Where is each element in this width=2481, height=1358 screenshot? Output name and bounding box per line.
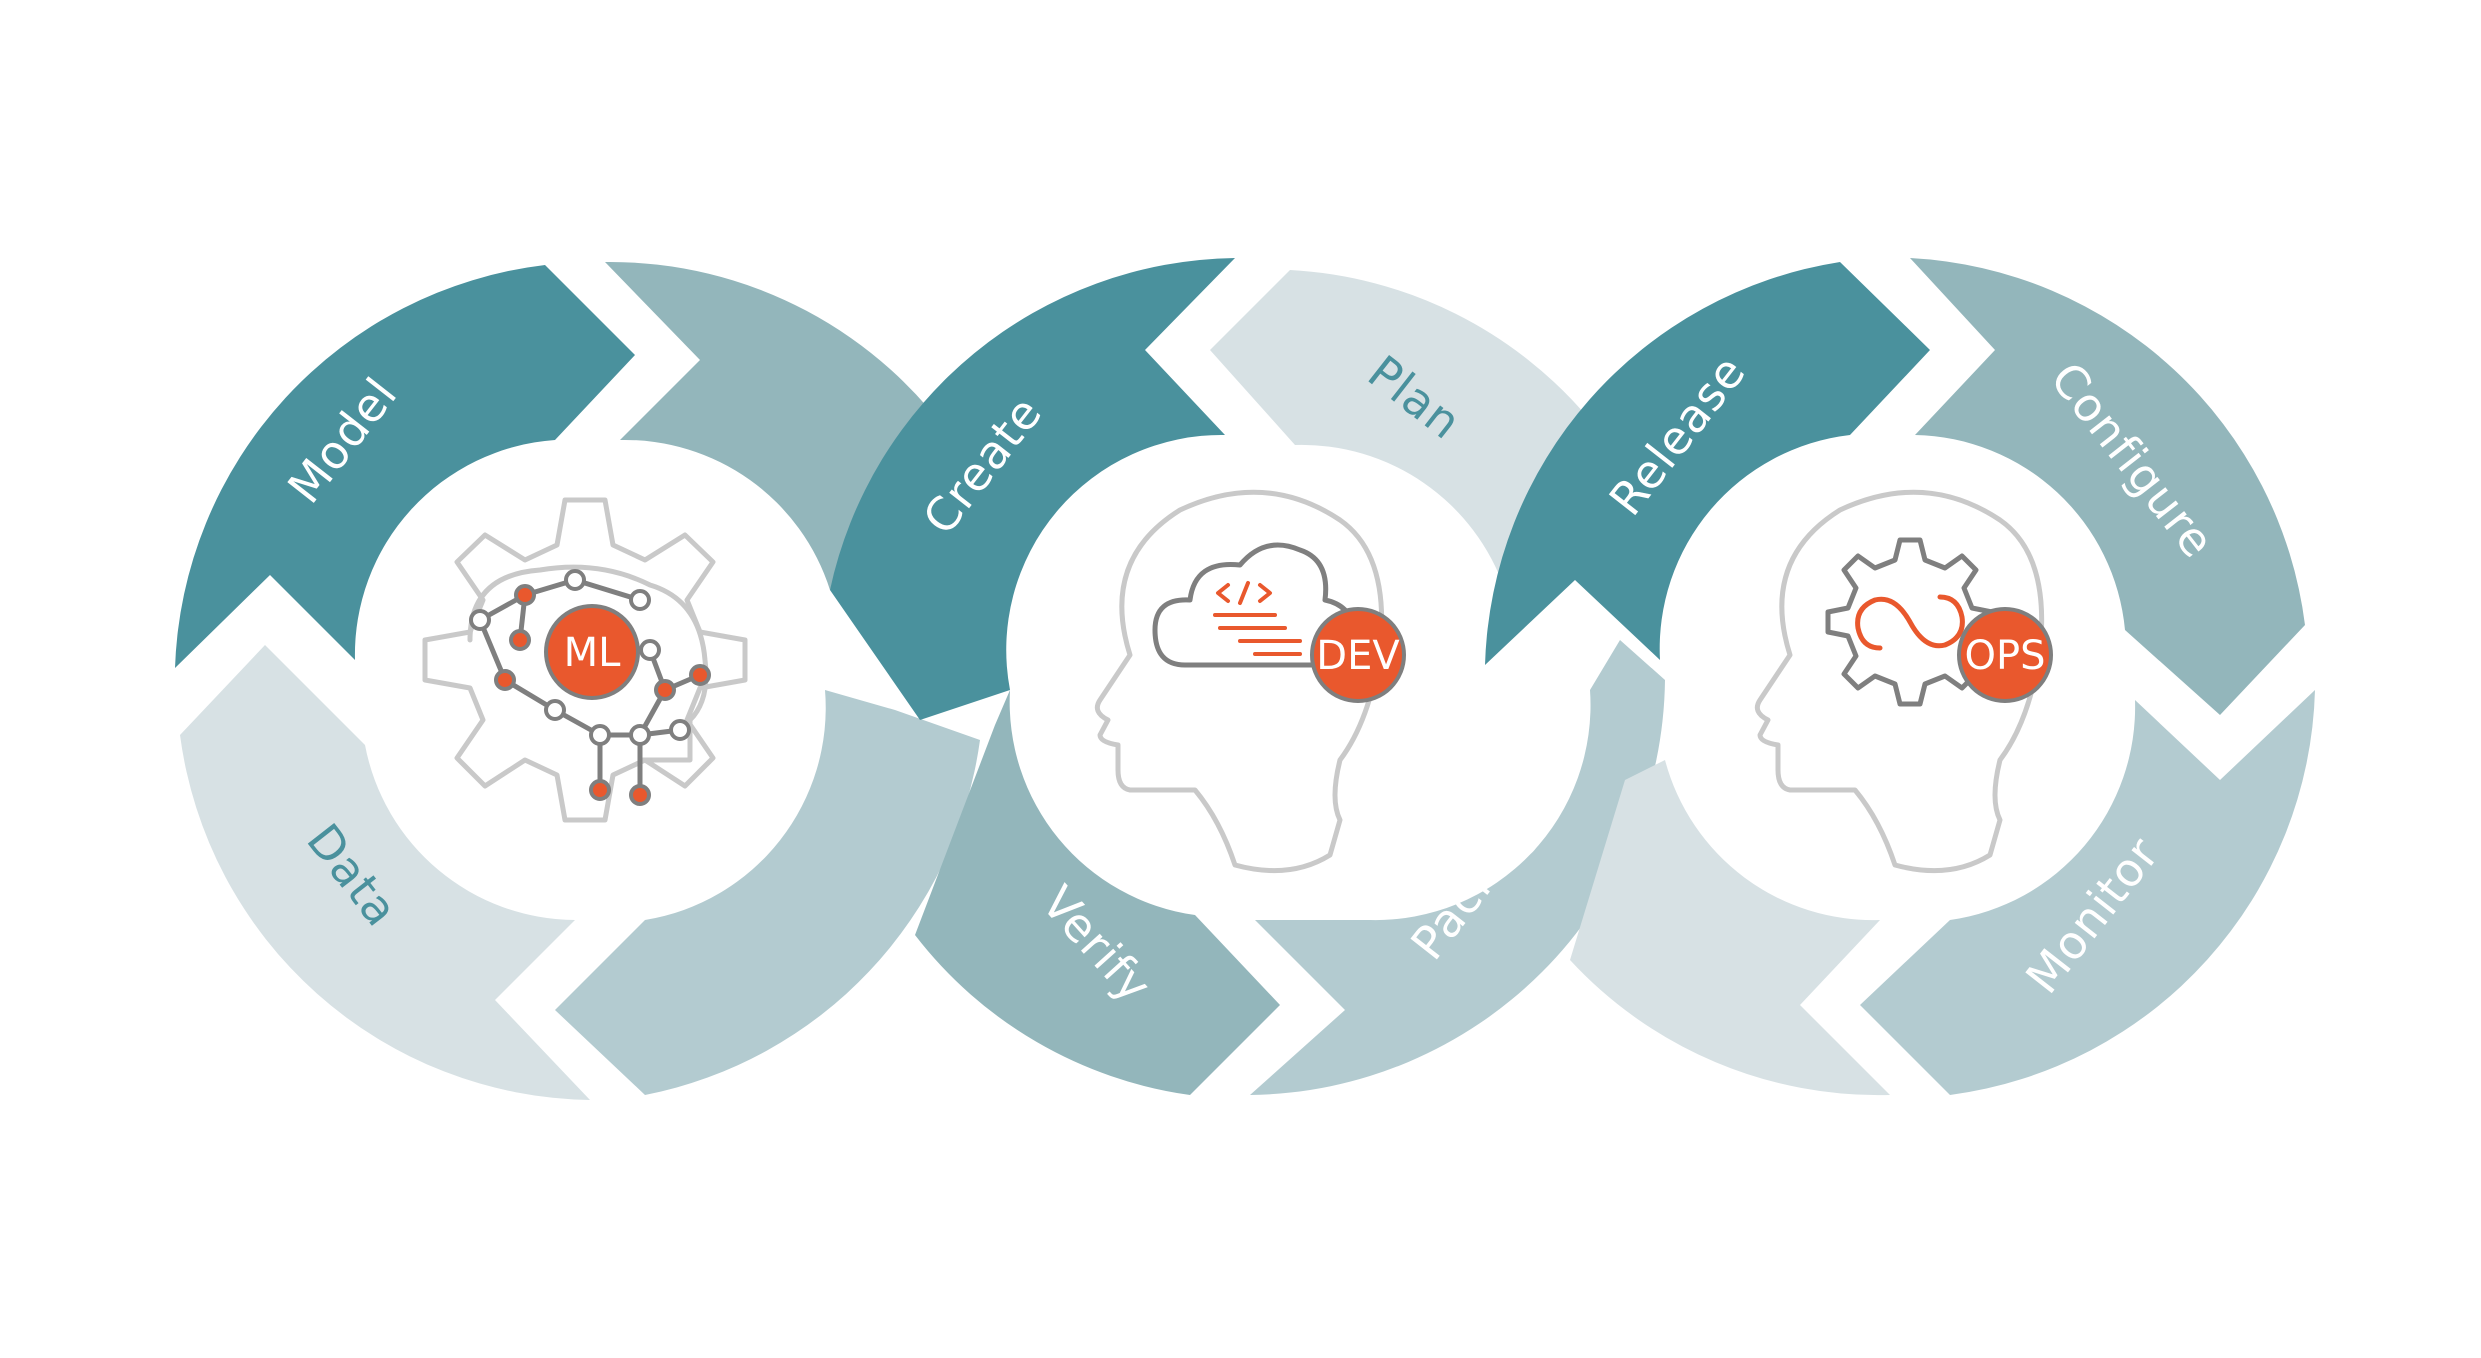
head-gear-infinity-icon: OPS — [1754, 489, 2053, 874]
ops-cycle — [1485, 258, 2315, 1096]
data-arc-segment — [180, 645, 590, 1100]
dev-cycle — [830, 258, 1665, 1095]
ml-bottom-right-arc-segment — [555, 690, 980, 1095]
ops-badge — [1957, 607, 2053, 703]
configure-arc-segment — [1910, 258, 2305, 715]
package-arc-segment — [1250, 640, 1665, 1095]
ops-bottom-left-arc-segment — [1570, 760, 1890, 1096]
ml-badge — [544, 604, 640, 700]
plan-arc-segment — [1210, 270, 1590, 590]
ml-cycle — [175, 261, 980, 1100]
dev-badge — [1310, 607, 1406, 703]
ops-badge-text: OPS — [1965, 633, 2046, 679]
dev-badge-text: DEV — [1316, 633, 1400, 679]
monitor-arc-segment — [1860, 690, 2315, 1095]
head-cloud-code-icon: DEV — [1094, 489, 1406, 874]
model-arc-segment — [175, 265, 635, 668]
brain-circuit-gear-icon: ML — [422, 497, 748, 823]
release-arc-segment — [1485, 262, 1930, 665]
verify-arc-segment — [915, 690, 1280, 1095]
ml-badge-text: ML — [564, 630, 622, 676]
create-arc-segment — [830, 258, 1235, 720]
